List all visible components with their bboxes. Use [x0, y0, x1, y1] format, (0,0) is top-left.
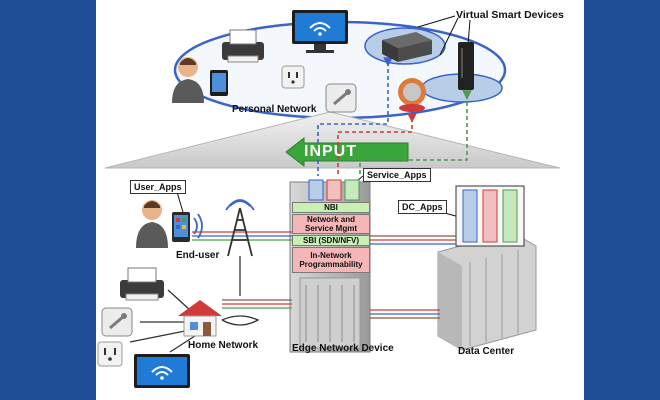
input-arrow — [285, 136, 409, 168]
dc-apps-container — [455, 185, 525, 247]
home-network-label: Home Network — [188, 340, 259, 351]
tv-icon — [292, 10, 348, 53]
smart-speaker-icon — [458, 42, 474, 90]
input-label: INPUT — [304, 143, 357, 160]
user-icon — [172, 57, 204, 103]
service-app-boxes — [308, 179, 360, 201]
service-apps-label: Service_Apps — [363, 168, 431, 182]
tower-icon — [225, 199, 255, 257]
wifi-icon — [193, 213, 203, 239]
end-user-icon — [136, 200, 168, 248]
dashed-links — [317, 57, 472, 176]
edge-stack-sbi: SBI (SDN/NFV) — [292, 235, 370, 246]
edge-stack-programmability: In-Network Programmability — [292, 247, 370, 273]
socket-icon — [97, 341, 123, 367]
printer-icon — [120, 267, 164, 301]
roof-shape — [104, 111, 561, 169]
edge-stack-mgmt: Network and Service Mgmt — [292, 214, 370, 234]
user-apps-label: User_Apps — [130, 180, 186, 194]
edge-network-device-label: Edge Network Device — [292, 343, 394, 354]
edge-stack-nbi: NBI — [292, 202, 370, 213]
house-icon — [178, 300, 222, 337]
connection-lines — [129, 231, 456, 353]
personal-network-label: Personal Network — [232, 104, 317, 115]
data-center-racks — [437, 231, 537, 351]
phone-icon — [172, 212, 190, 242]
tablet-icon — [210, 70, 228, 96]
tv-icon — [134, 354, 190, 388]
router-icon — [382, 32, 432, 62]
thermostat-icon — [325, 83, 357, 113]
end-user-label: End-user — [176, 250, 220, 261]
smoke-detector-icon — [398, 78, 426, 112]
data-center-label: Data Center — [458, 346, 515, 357]
socket-icon — [281, 65, 305, 89]
dc-apps-label: DC_Apps — [398, 200, 447, 214]
thermostat-icon — [101, 307, 133, 337]
printer-icon — [222, 29, 264, 63]
virtual-smart-devices-label: Virtual Smart Devices — [456, 9, 564, 21]
